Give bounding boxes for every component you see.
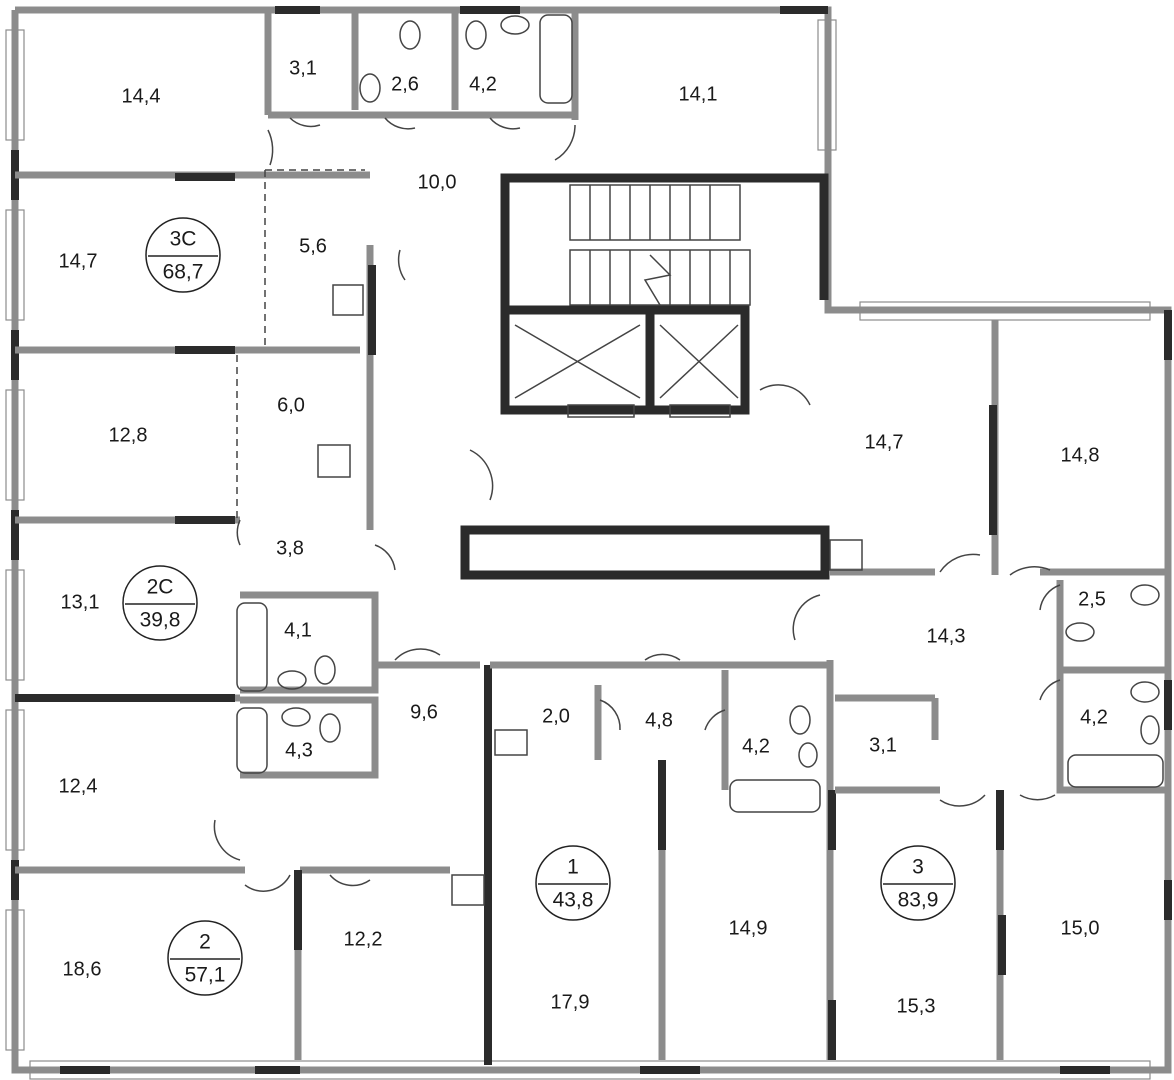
room-area: 14,1 [679, 83, 718, 105]
apartment-area: 57,1 [185, 964, 226, 987]
stair-elevator-core [460, 173, 830, 580]
apartment-area: 39,8 [140, 609, 181, 632]
room-area: 14,7 [59, 250, 98, 272]
room-area: 14,7 [865, 431, 904, 453]
apartment-badge-3[interactable]: 3 83,9 [880, 845, 956, 921]
apartment-area: 83,9 [898, 889, 939, 912]
room-area: 6,0 [277, 394, 305, 416]
apartment-type: 3 [912, 856, 924, 879]
room-area: 4,2 [742, 735, 770, 757]
apartment-type: 1 [567, 856, 579, 879]
room-area: 17,9 [551, 991, 590, 1013]
dashed-partitions [236, 169, 365, 520]
apartment-type: 3С [170, 228, 197, 251]
room-area: 3,1 [289, 57, 317, 79]
apartment-area: 43,8 [553, 889, 594, 912]
room-labels: 14,4 3,1 2,6 4,2 14,1 10,0 14,7 5,6 6,0 … [59, 57, 1108, 1017]
room-area: 4,1 [284, 619, 312, 641]
interior-walls [15, 10, 1168, 1065]
room-area: 15,0 [1061, 917, 1100, 939]
apartment-badge-2[interactable]: 2 57,1 [167, 920, 243, 996]
room-area: 4,8 [645, 709, 673, 731]
room-area: 3,1 [869, 734, 897, 756]
outer-walls [5, 6, 1172, 1080]
room-area: 9,6 [410, 701, 438, 723]
room-area: 12,2 [344, 928, 383, 950]
room-area: 4,3 [285, 739, 313, 761]
apartment-badge-2c[interactable]: 2С 39,8 [122, 565, 198, 641]
room-area: 12,8 [109, 424, 148, 446]
room-area: 2,6 [391, 73, 419, 95]
room-area: 4,2 [469, 73, 497, 95]
apartment-area: 68,7 [163, 261, 204, 284]
room-area: 13,1 [61, 591, 100, 613]
room-area: 5,6 [299, 235, 327, 257]
room-area: 4,2 [1080, 706, 1108, 728]
apartment-type: 2С [147, 576, 174, 599]
room-area: 15,3 [897, 995, 936, 1017]
room-area: 2,0 [542, 705, 570, 727]
room-area: 3,8 [276, 537, 304, 559]
apartment-badge-1[interactable]: 1 43,8 [535, 845, 611, 921]
room-area: 14,8 [1061, 444, 1100, 466]
room-area: 14,3 [927, 625, 966, 647]
room-area: 14,9 [729, 917, 768, 939]
room-area: 12,4 [59, 775, 98, 797]
room-area: 18,6 [63, 958, 102, 980]
room-area: 10,0 [418, 171, 457, 193]
doors [213, 117, 1061, 892]
apartment-badge-3c[interactable]: 3С 68,7 [145, 217, 221, 293]
room-area: 2,5 [1078, 588, 1106, 610]
apartment-type: 2 [199, 931, 211, 954]
bathroom-fixtures [236, 14, 1164, 906]
room-area: 14,4 [122, 85, 161, 107]
